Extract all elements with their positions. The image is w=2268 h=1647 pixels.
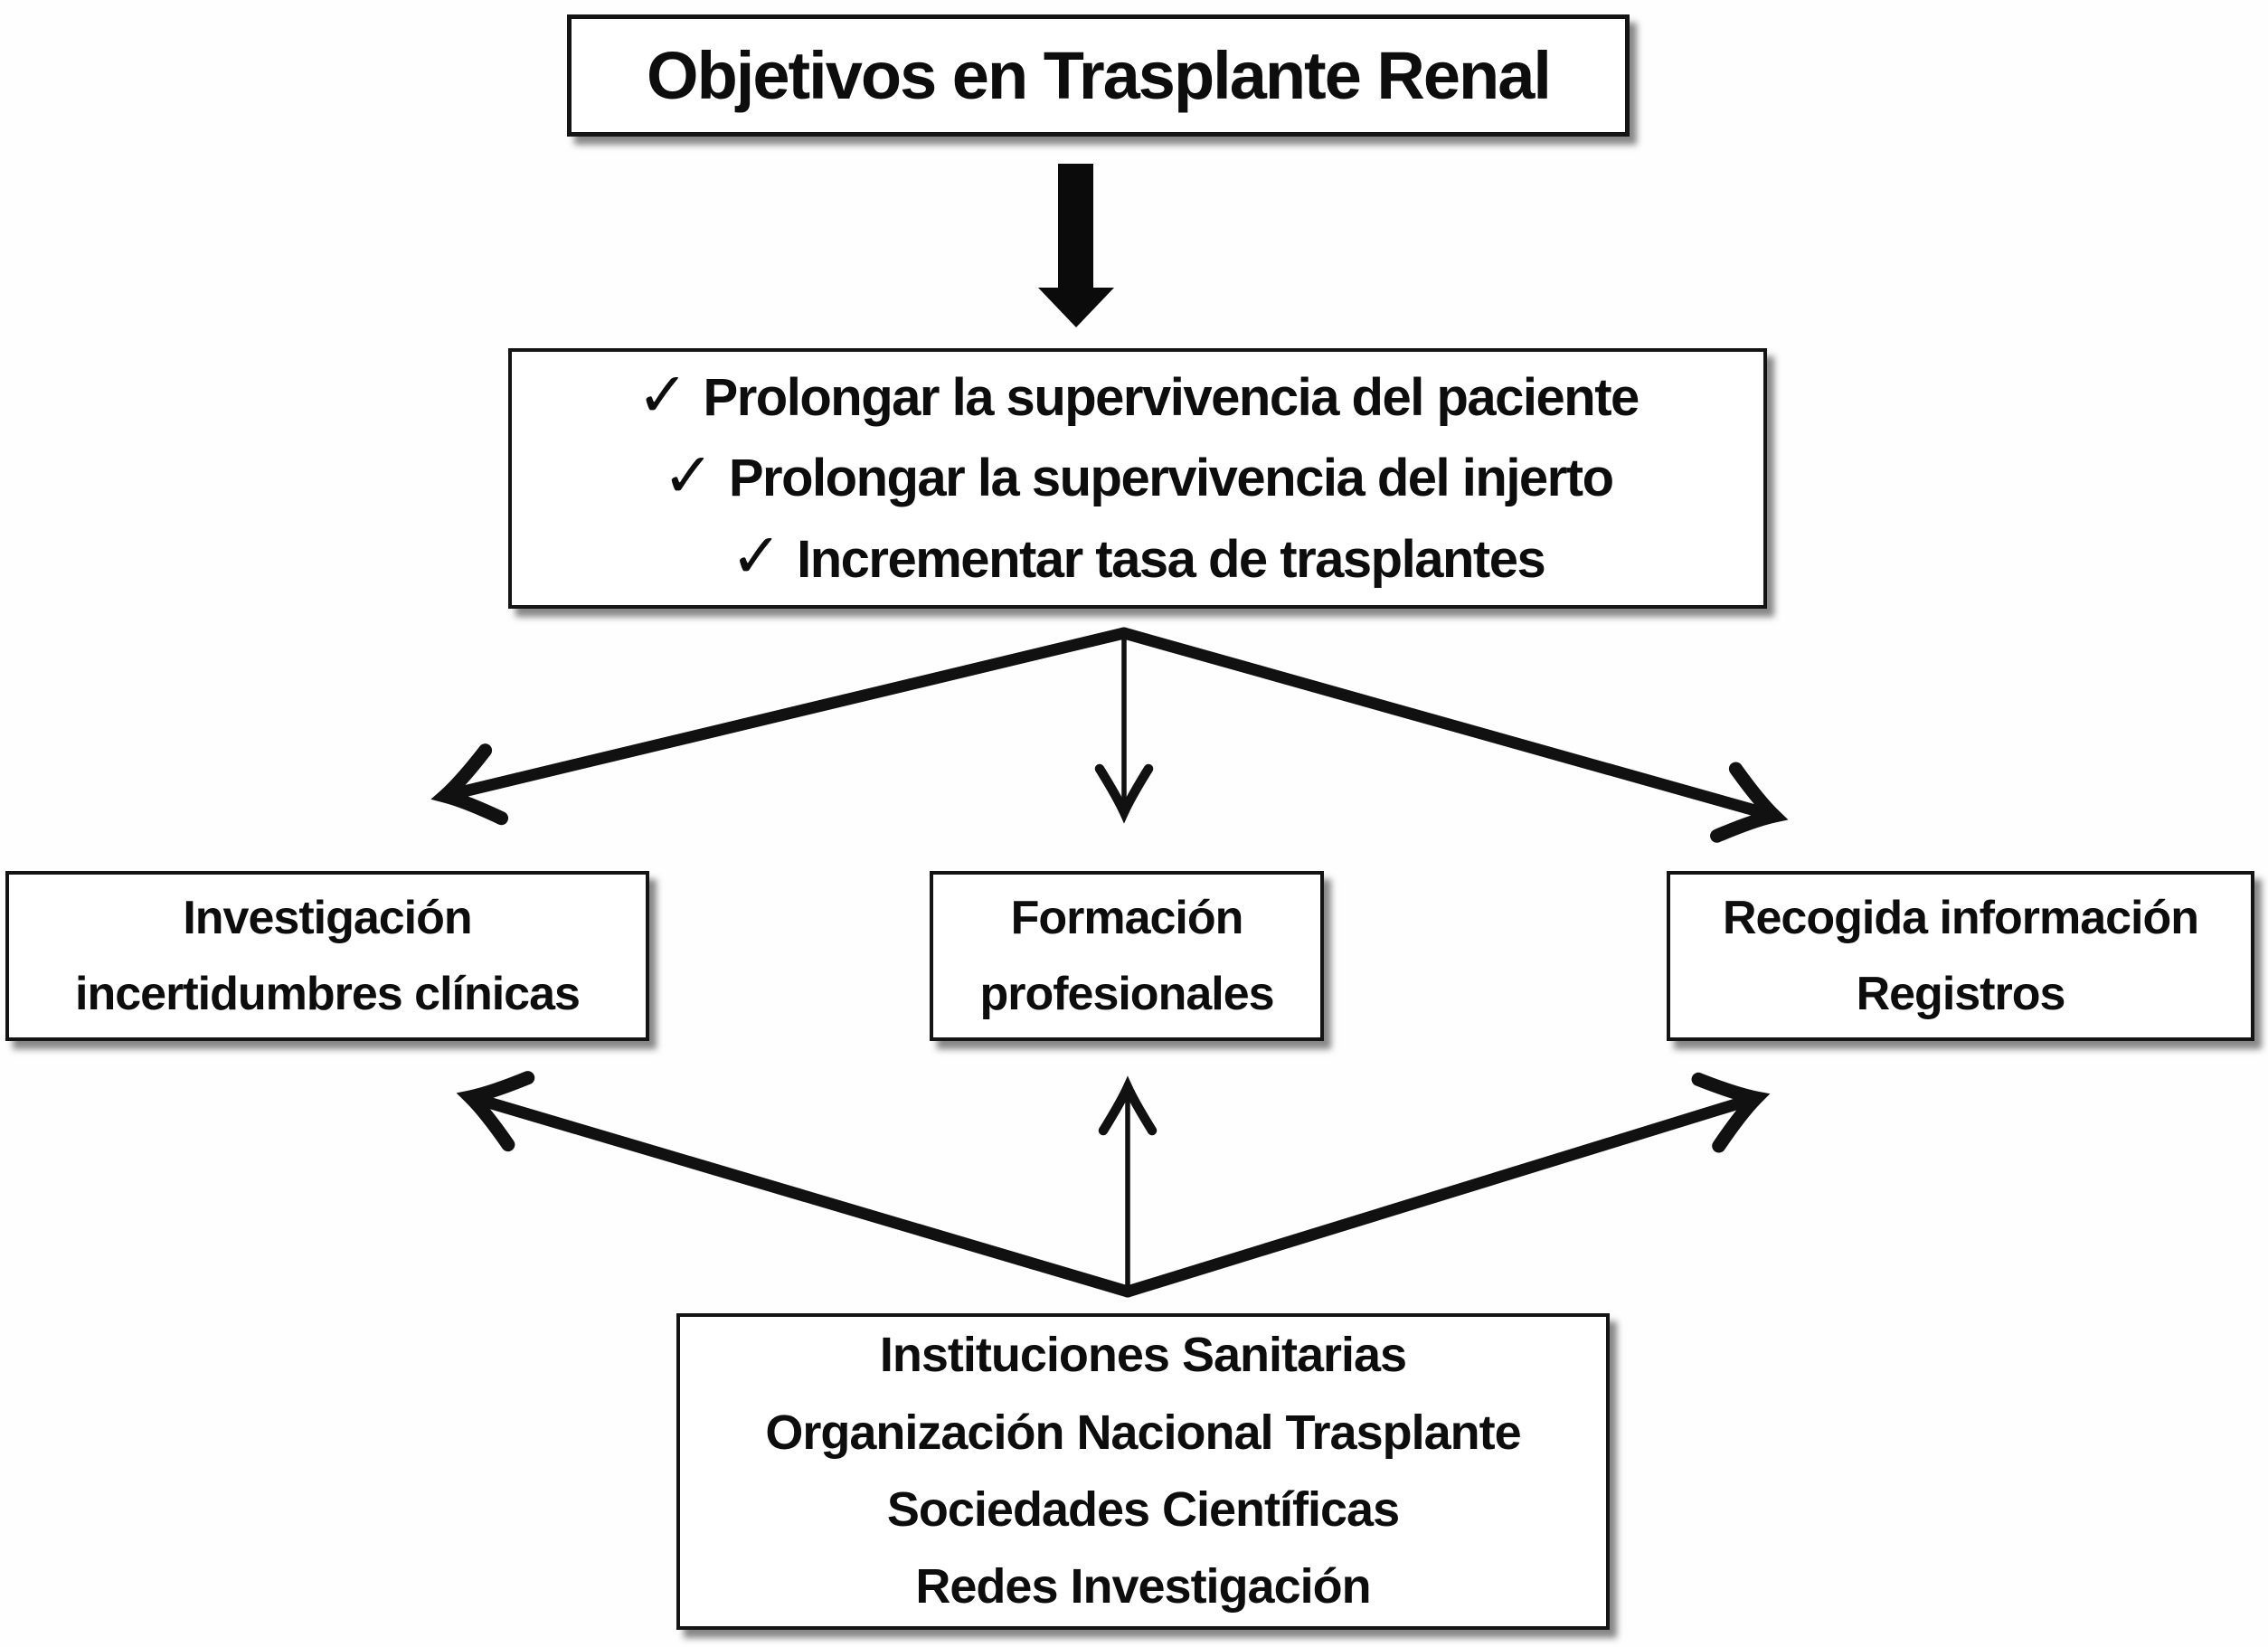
goal-item: ✓ Prolongar la supervivencia del injerto xyxy=(662,438,1614,518)
arrow-foundation-to-registry xyxy=(1121,1072,1771,1298)
foundation-line: Sociedades Científicas xyxy=(886,1482,1400,1537)
goal-text: Incrementar tasa de trasplantes xyxy=(797,529,1546,589)
title-box: Objetivos en Trasplante Renal xyxy=(567,14,1630,137)
arrow-goals-to-registry xyxy=(1118,627,1789,843)
goal-item: ✓ Prolongar la supervivencia del pacient… xyxy=(637,357,1640,438)
page-title: Objetivos en Trasplante Renal xyxy=(647,38,1552,113)
check-icon: ✓ xyxy=(730,521,783,592)
check-icon: ✓ xyxy=(637,359,689,430)
check-icon: ✓ xyxy=(662,440,714,510)
foundation-box: Instituciones Sanitarias Organización Na… xyxy=(676,1313,1610,1630)
branch-label: Formación xyxy=(1010,891,1244,944)
branch-label: Recogida información xyxy=(1722,891,2199,944)
branch-label: Registros xyxy=(1856,968,2066,1020)
branch-box-registry: Recogida información Registros xyxy=(1667,871,2254,1041)
branch-box-research: Investigación incertidumbres clínicas xyxy=(5,871,649,1041)
branch-box-training: Formación profesionales xyxy=(930,871,1324,1041)
goals-box: ✓ Prolongar la supervivencia del pacient… xyxy=(508,348,1767,609)
arrow-foundation-to-research xyxy=(456,1071,1134,1298)
foundation-line: Redes Investigación xyxy=(915,1559,1371,1614)
branch-label: Investigación xyxy=(183,891,472,944)
branch-label: profesionales xyxy=(979,968,1274,1020)
arrow-goals-to-research xyxy=(430,627,1130,826)
goal-text: Prolongar la supervivencia del injerto xyxy=(728,449,1614,508)
goal-item: ✓ Incrementar tasa de trasplantes xyxy=(730,519,1546,600)
foundation-line: Instituciones Sanitarias xyxy=(879,1328,1407,1383)
foundation-line: Organización Nacional Trasplante xyxy=(765,1405,1521,1460)
goal-text: Prolongar la supervivencia del paciente xyxy=(703,368,1640,428)
branch-label: incertidumbres clínicas xyxy=(75,968,581,1020)
block-arrow-title-to-goals xyxy=(1038,164,1114,327)
